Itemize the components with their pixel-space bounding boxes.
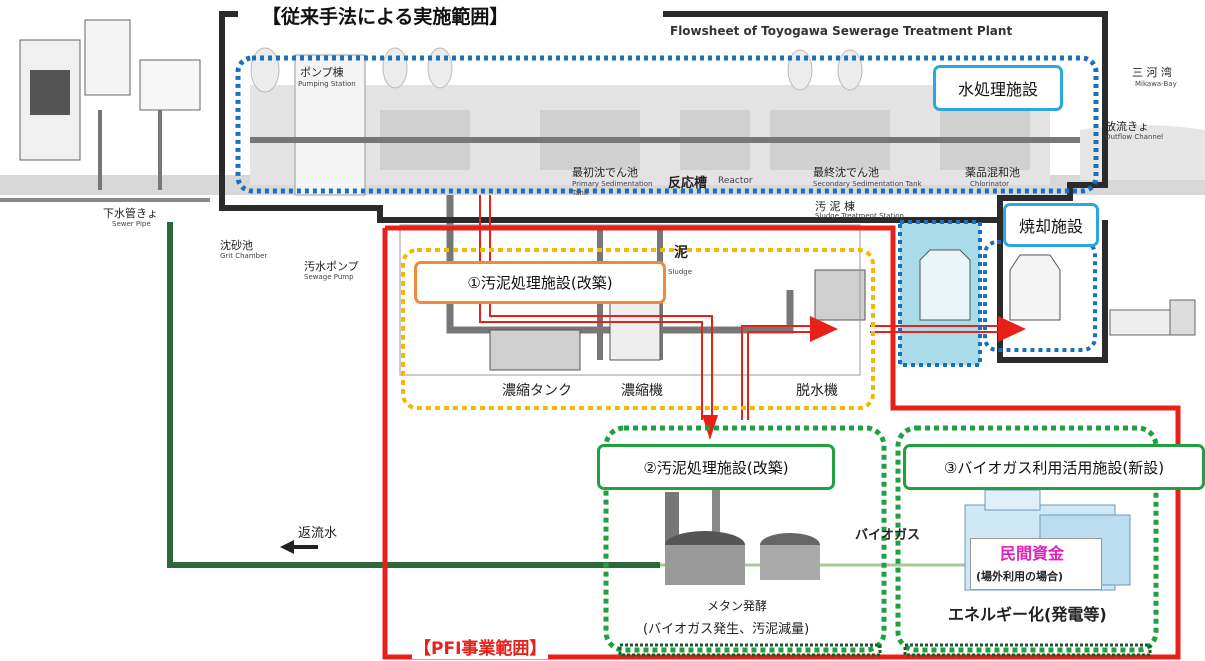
secondary-tank-en: Secondary Sedimentation Tank	[813, 180, 922, 188]
pump-building-en: Pumping Station	[298, 80, 356, 88]
private-funds-label: 民間資金	[1000, 544, 1065, 563]
sewage-pump-jp: 汚水ポンプ	[304, 260, 359, 273]
reactor-en: Reactor	[718, 176, 753, 186]
sludge-treatment-2-label: ②汚泥処理施設(改築)	[597, 444, 835, 490]
chlorinator-jp: 薬品混和池	[965, 166, 1020, 179]
sewage-pump-en: Sewage Pump	[304, 273, 354, 281]
sewer-pipe-jp: 下水管きょ	[103, 207, 158, 220]
pump-building-jp: ポンプ棟	[300, 66, 344, 79]
sludge-jp: 泥	[674, 245, 688, 261]
sludge-treatment-1-label: ①汚泥処理施設(改築)	[414, 261, 666, 304]
outflow-en: Outflow Channel	[1105, 133, 1164, 141]
secondary-tank-jp: 最終沈でん池	[813, 166, 879, 179]
thickening-tank-label: 濃縮タンク	[502, 383, 572, 399]
private-funds-box	[970, 538, 1102, 590]
chlorinator-en: Chlorinator	[970, 180, 1010, 188]
mikawa-bay-jp: 三 河 湾	[1132, 66, 1172, 79]
biogas-facility-label: ③バイオガス利用活用施設(新設)	[903, 444, 1205, 490]
flowsheet-title: Flowsheet of Toyogawa Sewerage Treatment…	[670, 24, 1013, 38]
biogas-label: バイオガス	[855, 528, 921, 543]
methane-label: メタン発酵	[707, 599, 768, 613]
sludge-building-jp: 汚 泥 棟	[815, 200, 855, 213]
sludge-en: Sludge	[668, 268, 693, 276]
primary-tank-en2: Tank	[572, 189, 588, 197]
conventional-scope-title: 【従来手法による実施範囲】	[262, 6, 509, 28]
sewer-pipe-en: Sewer Pipe	[112, 220, 151, 228]
grit-chamber-jp: 沈砂池	[220, 239, 253, 252]
return-water-label: 返流水	[298, 526, 338, 541]
grit-chamber-en: Grit Chamber	[220, 252, 268, 260]
reactor-jp: 反応槽	[668, 176, 708, 191]
methane-sub-label: (バイオガス発生、汚泥減量)	[643, 622, 810, 637]
primary-tank-jp: 最初沈でん池	[572, 166, 638, 179]
mikawa-bay-en: Mikawa-Bay	[1135, 80, 1177, 88]
pfi-scope-title: 【PFI事業範囲】	[412, 634, 549, 659]
thickener-label: 濃縮機	[621, 383, 663, 399]
sludge-building-en: Sludge Treatment Station	[815, 212, 904, 220]
water-treatment-label: 水処理施設	[933, 65, 1063, 111]
dewatering-label: 脱水機	[796, 383, 838, 399]
offsite-use-label: (場外利用の場合)	[976, 570, 1064, 583]
energy-label: エネルギー化(発電等)	[948, 605, 1107, 624]
primary-tank-en: Primary Sedimentation	[572, 180, 653, 188]
outflow-jp: 放流きょ	[1105, 120, 1149, 133]
incineration-label: 焼却施設	[1003, 203, 1099, 247]
